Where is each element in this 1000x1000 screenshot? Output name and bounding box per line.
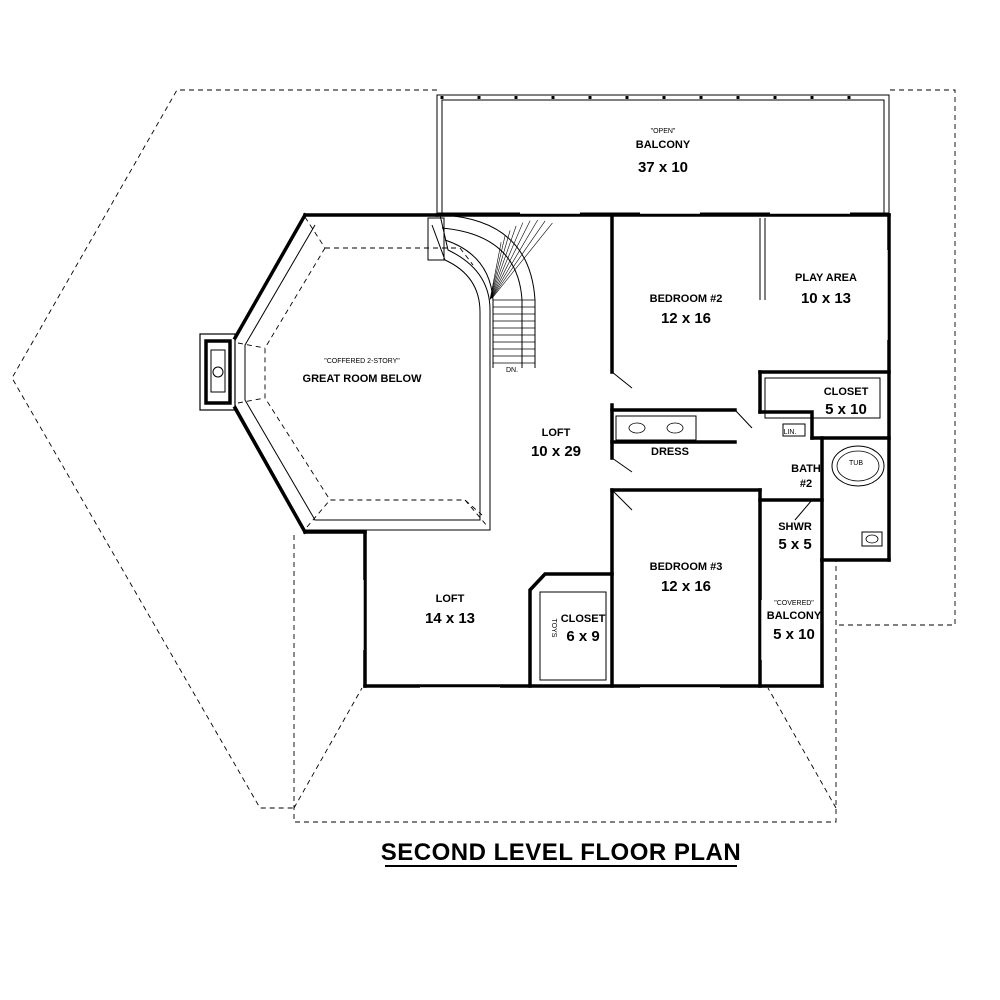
labels: "OPEN" BALCONY 37 x 10 "COFFERED 2-STORY… bbox=[303, 128, 869, 645]
play-area-dim: 10 x 13 bbox=[801, 290, 851, 307]
stair-tread bbox=[490, 225, 517, 299]
loft-lower-dim: 14 x 13 bbox=[425, 610, 475, 627]
shower-name: SHWR bbox=[778, 521, 812, 533]
balcony-post bbox=[773, 96, 777, 99]
balcony-post bbox=[699, 96, 703, 99]
covered-balcony-note: "COVERED" bbox=[774, 600, 814, 607]
plan-title: SECOND LEVEL FLOOR PLAN bbox=[381, 839, 741, 866]
balcony-post bbox=[477, 96, 481, 99]
balcony-post bbox=[440, 96, 444, 99]
closet-upper-name: CLOSET bbox=[824, 386, 869, 398]
stair-tread bbox=[490, 222, 524, 299]
balcony-post bbox=[588, 96, 592, 99]
closet-lower-name: CLOSET bbox=[561, 613, 606, 625]
door-swings bbox=[611, 371, 813, 521]
stair-label: DN. bbox=[506, 367, 518, 374]
curved-staircase bbox=[427, 214, 553, 368]
balcony-post bbox=[736, 96, 740, 99]
balcony-post bbox=[810, 96, 814, 99]
stair-tread bbox=[489, 230, 511, 300]
stair-tread bbox=[489, 242, 502, 300]
open-balcony-dim: 37 x 10 bbox=[638, 159, 688, 176]
roof-outline bbox=[11, 89, 956, 823]
loft-main-name: LOFT bbox=[542, 427, 571, 439]
stair-tread bbox=[490, 220, 531, 299]
play-area-name: PLAY AREA bbox=[795, 272, 857, 284]
balcony-post bbox=[662, 96, 666, 99]
great-room-note: "COFFERED 2-STORY" bbox=[324, 358, 400, 365]
covered-balcony-dim: 5 x 10 bbox=[773, 626, 815, 643]
open-balcony-name: BALCONY bbox=[636, 139, 691, 151]
stair-tread bbox=[491, 219, 538, 299]
windows bbox=[362, 212, 888, 689]
balcony-post bbox=[551, 96, 555, 99]
closet-lower-dim: 6 x 9 bbox=[566, 628, 599, 645]
loft-main-dim: 10 x 29 bbox=[531, 443, 581, 460]
balcony-post bbox=[847, 96, 851, 99]
open-balcony-note: "OPEN" bbox=[651, 128, 676, 135]
covered-balcony-name: BALCONY bbox=[767, 610, 822, 622]
bedroom2-dim: 12 x 16 bbox=[661, 310, 711, 327]
closet-upper-dim: 5 x 10 bbox=[825, 401, 867, 418]
bedroom3-dim: 12 x 16 bbox=[661, 578, 711, 595]
shower-dim: 5 x 5 bbox=[778, 536, 811, 553]
bath2-name: BATH bbox=[791, 463, 821, 475]
stair-tread bbox=[491, 220, 546, 299]
great-room-name: GREAT ROOM BELOW bbox=[303, 373, 423, 385]
balcony-post bbox=[514, 96, 518, 99]
stair-tread bbox=[489, 235, 506, 300]
toys-label: TOYS bbox=[550, 619, 557, 638]
open-balcony bbox=[436, 94, 890, 214]
walls bbox=[232, 212, 891, 688]
balcony-post bbox=[625, 96, 629, 99]
stair-tread bbox=[491, 222, 553, 299]
dress-name: DRESS bbox=[651, 446, 689, 458]
bedroom2-name: BEDROOM #2 bbox=[650, 293, 723, 305]
fireplace bbox=[199, 333, 236, 411]
linen-label: LIN. bbox=[784, 429, 797, 436]
bath2-num: #2 bbox=[800, 478, 812, 490]
bath-fixtures bbox=[615, 415, 885, 547]
bedroom3-name: BEDROOM #3 bbox=[650, 561, 723, 573]
tub-label: TUB bbox=[849, 460, 863, 467]
loft-lower-name: LOFT bbox=[436, 593, 465, 605]
